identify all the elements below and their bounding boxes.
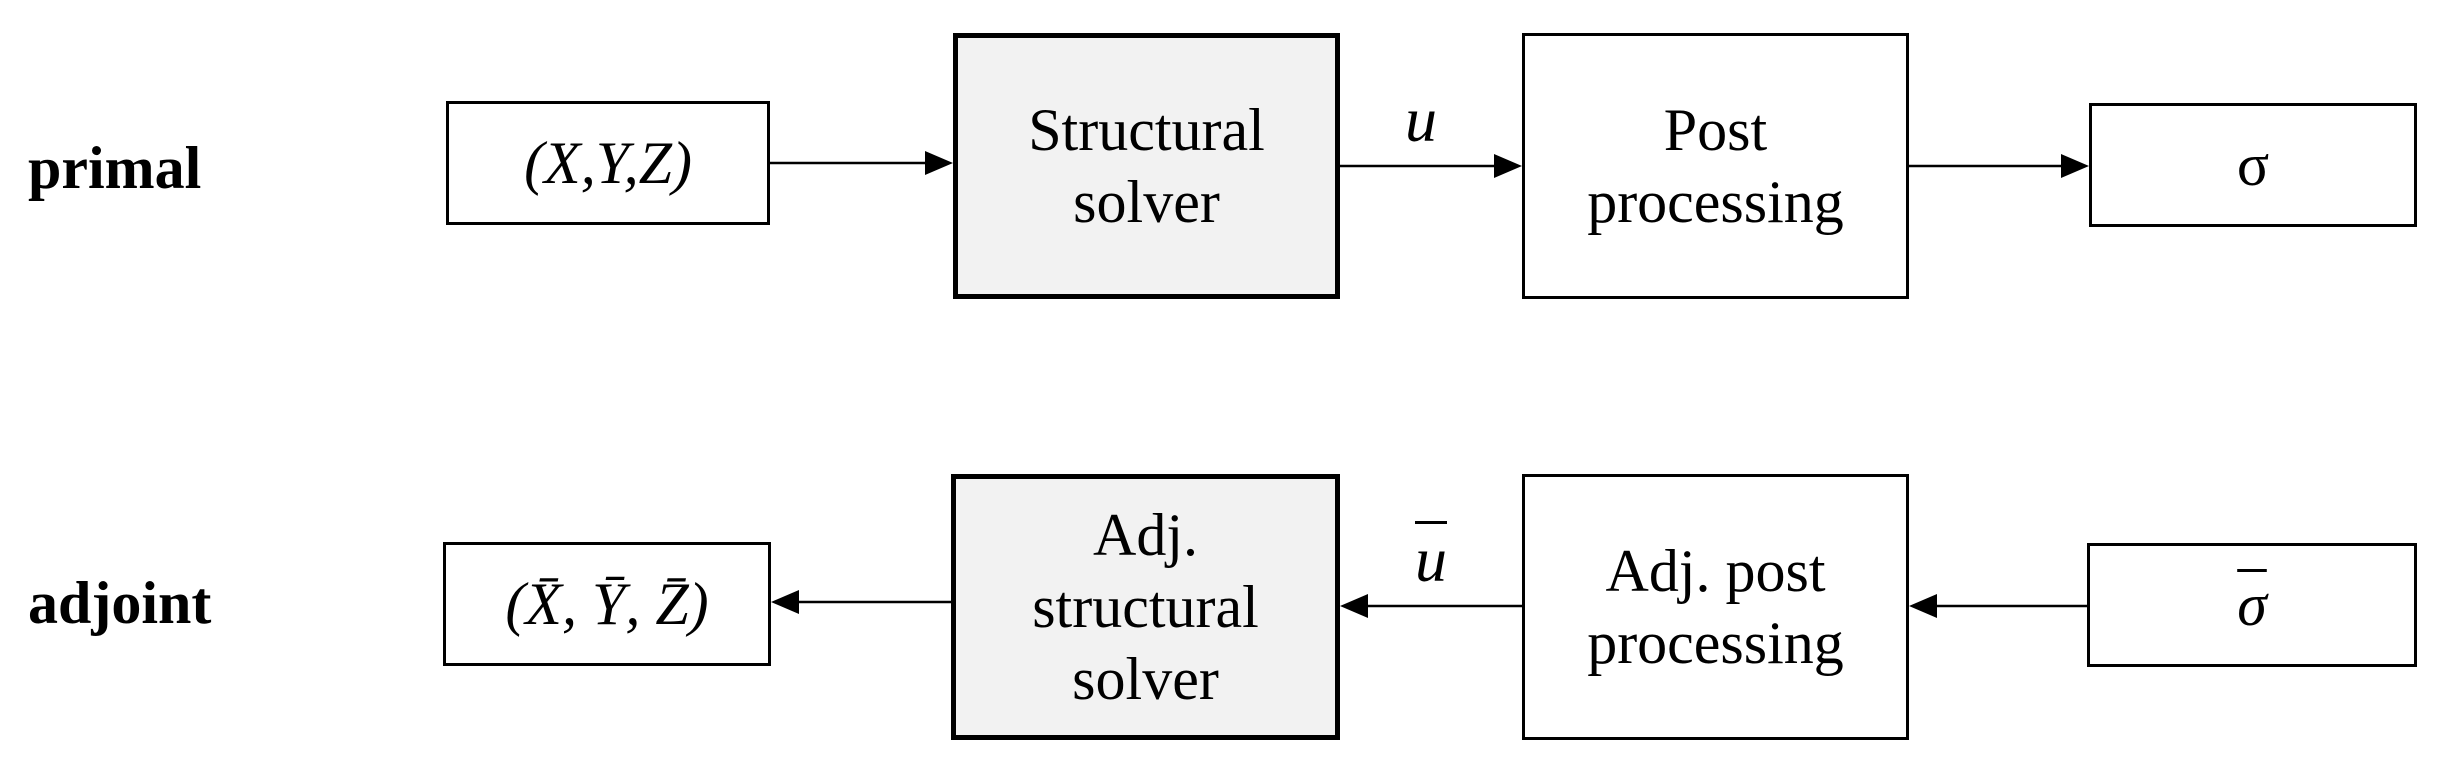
adjoint-input-box: σ [2087,543,2417,667]
adjoint-post-processing-box: Adj. post processing [1522,474,1909,740]
adjoint-row-label: adjoint [28,570,212,636]
post-processing-box: Post processing [1522,33,1909,299]
state-u-label: u [1405,84,1437,155]
primal-output-box: σ [2089,103,2417,227]
adjoint-output-box: (X̄, Ȳ, Z̄) [443,542,771,666]
adjoint-structural-solver-box: Adj. structural solver [951,474,1340,740]
primal-input-box: (X,Y,Z) [446,101,770,225]
sigma-bar-symbol: σ [2237,572,2267,638]
adjoint-state-u-bar-label: u [1415,524,1447,595]
structural-solver-box: Structural solver [953,33,1340,299]
primal-row-label: primal [28,135,202,201]
